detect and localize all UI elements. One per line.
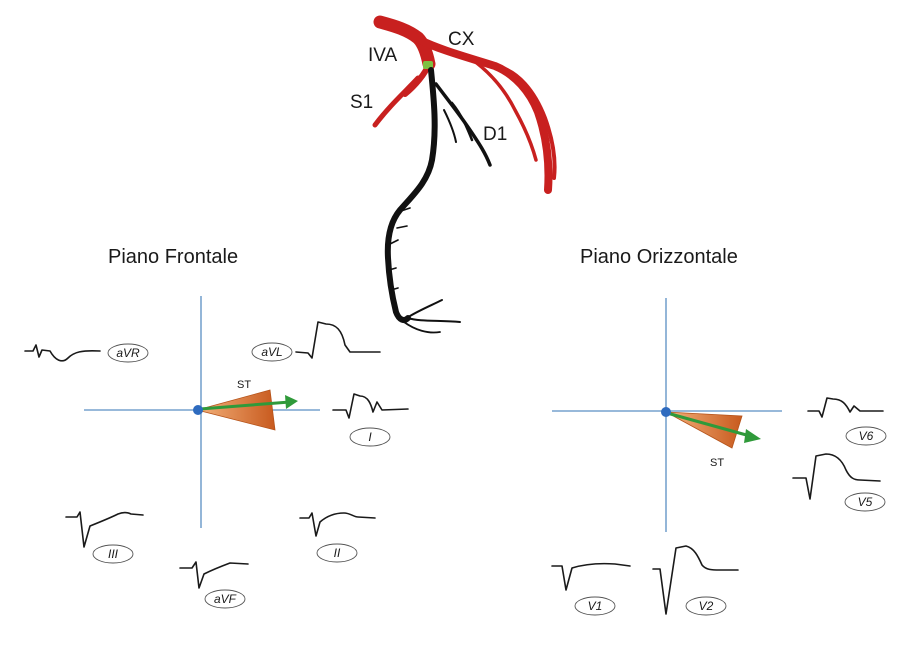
frontal-st-label: ST [237,379,251,391]
lead-oval-v2 [685,596,727,616]
frontal-origin-dot [193,405,203,415]
ecg-v5 [792,453,881,500]
lead-label-v5: V5 [858,495,873,509]
ecg-avl [295,321,381,359]
s1-label: S1 [350,92,373,113]
frontal-st-vector-arrow [199,400,291,411]
ivA-label: IVA [368,45,398,66]
horizontal-st-arrow-head [744,429,761,443]
frontal-st-arrow-head [285,395,298,409]
lead-label-v6: V6 [859,429,874,443]
lad-apical-branch-3 [403,321,441,334]
ecg-iii [65,511,144,548]
circumflex-branch-2 [468,56,538,162]
horizontal-plane: Piano Orizzontale ST V6 V5 V1 V2 [551,246,887,616]
distal-lad [384,67,438,323]
diagonal-sub-branch [450,101,474,142]
ecg-i [332,393,409,419]
lead-label-iii: III [108,547,119,561]
horizontal-plane-title: Piano Orizzontale [580,246,738,268]
lead-label-avr: aVR [116,346,140,360]
frontal-plane: Piano Frontale ST aVR aVL I III aVF II [24,246,409,609]
diagonal-d1-branch [434,82,492,167]
cx-label: CX [448,29,475,50]
ecg-avf [179,561,249,589]
circumflex-artery [416,36,553,194]
lead-oval-i [349,427,391,447]
lead-oval-avf [204,589,246,609]
d1-label: D1 [483,124,507,145]
lead-label-avf: aVF [214,592,237,606]
lead-oval-v1 [574,596,616,616]
lead-label-v2: V2 [699,599,714,613]
lead-label-ii: II [334,546,341,560]
horizontal-st-label: ST [710,457,724,469]
circumflex-branch-1 [493,64,557,180]
lead-label-v1: V1 [588,599,603,613]
horizontal-st-vector-arrow [666,411,751,438]
lead-oval-avl [251,342,293,362]
lead-oval-ii [316,543,358,563]
horizontal-origin-dot [661,407,671,417]
occlusion-marker [423,61,433,69]
septal-s1-branch [372,75,421,128]
frontal-plane-title: Piano Frontale [108,246,238,268]
lead-oval-v6 [845,426,887,446]
lead-label-avl: aVL [261,345,282,359]
lad-twig-1 [388,207,411,291]
lad-apical-branch-2 [409,299,443,317]
coronary-tree: IVA CX S1 D1 [350,15,557,334]
lad-apical-branch-1 [407,317,461,323]
lead-oval-iii [92,544,134,564]
lead-oval-v5 [844,492,886,512]
ecg-v1 [551,562,631,591]
ecg-v6 [807,397,884,418]
lead-label-i: I [368,430,372,444]
ecg-ii [299,512,376,537]
diagonal-small-branch [443,109,457,143]
frontal-st-vector-cone [195,389,276,431]
lead-oval-avr [107,343,149,363]
ecg-avr [24,344,101,362]
ecg-v2 [652,545,739,615]
